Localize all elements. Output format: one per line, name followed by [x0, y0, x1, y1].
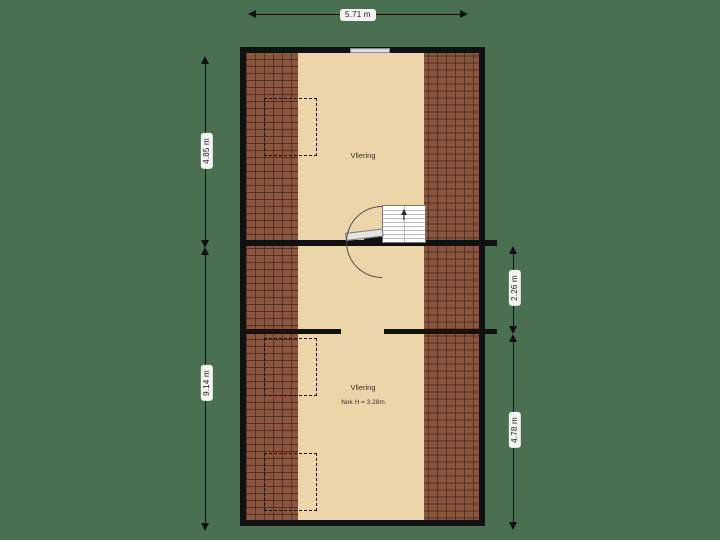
room-label-vliering-upper: Vliering	[321, 151, 405, 161]
room-name: Vliering	[350, 383, 376, 392]
stair-direction-arrow-icon	[401, 209, 407, 215]
dimension-label-left-upper: 4.85 m	[200, 133, 213, 169]
dimension-arrow-left-full-top	[201, 247, 209, 255]
stair-tread	[383, 230, 425, 231]
knee-wall-outline-upper-left	[264, 98, 317, 156]
room-label-vliering-lower: Vliering Nok H = 3.28m	[321, 383, 405, 408]
dimension-label-right-lower: 4.78 m	[508, 412, 521, 448]
roof-slope-right	[424, 53, 479, 520]
stair-tread	[383, 238, 425, 239]
dimension-arrow-right-lower-top	[509, 334, 517, 342]
dimension-arrow-right-upper-top	[509, 246, 517, 254]
knee-wall-outline-lower-left-b	[264, 453, 317, 511]
stair-tread	[383, 222, 425, 223]
dimension-arrow-left-full-bottom	[201, 523, 209, 531]
room-ridge-height: Nok H = 3.28m	[341, 399, 385, 407]
dimension-label-left-full: 9.14 m	[200, 365, 213, 401]
dimension-arrow-left-upper-top	[201, 56, 209, 64]
interior-wall-lower-right	[384, 329, 497, 334]
interior-wall-upper	[240, 240, 497, 246]
dimension-arrow-top-left	[248, 10, 256, 18]
dimension-arrow-left-upper-bottom	[201, 240, 209, 248]
skylight-window	[350, 48, 390, 53]
dimension-arrow-right-lower-bottom	[509, 522, 517, 530]
room-name: Vliering	[350, 151, 376, 160]
interior-wall-lower-left	[240, 329, 341, 334]
dimension-label-top: 5.71 m	[340, 9, 376, 21]
dimension-arrow-right-upper-bottom	[509, 326, 517, 334]
stair-center-line	[404, 206, 405, 242]
staircase	[382, 205, 426, 243]
stair-tread	[383, 234, 425, 235]
floorplan-outline: Vliering Vliering Nok H = 3.28m	[240, 47, 497, 526]
knee-wall-outline-lower-left-a	[264, 338, 317, 396]
roof-slope-left	[246, 53, 298, 520]
dimension-label-right-upper: 2.26 m	[508, 270, 521, 306]
dimension-arrow-top-right	[460, 10, 468, 18]
stair-direction-stem	[403, 214, 405, 220]
stair-tread	[383, 226, 425, 227]
